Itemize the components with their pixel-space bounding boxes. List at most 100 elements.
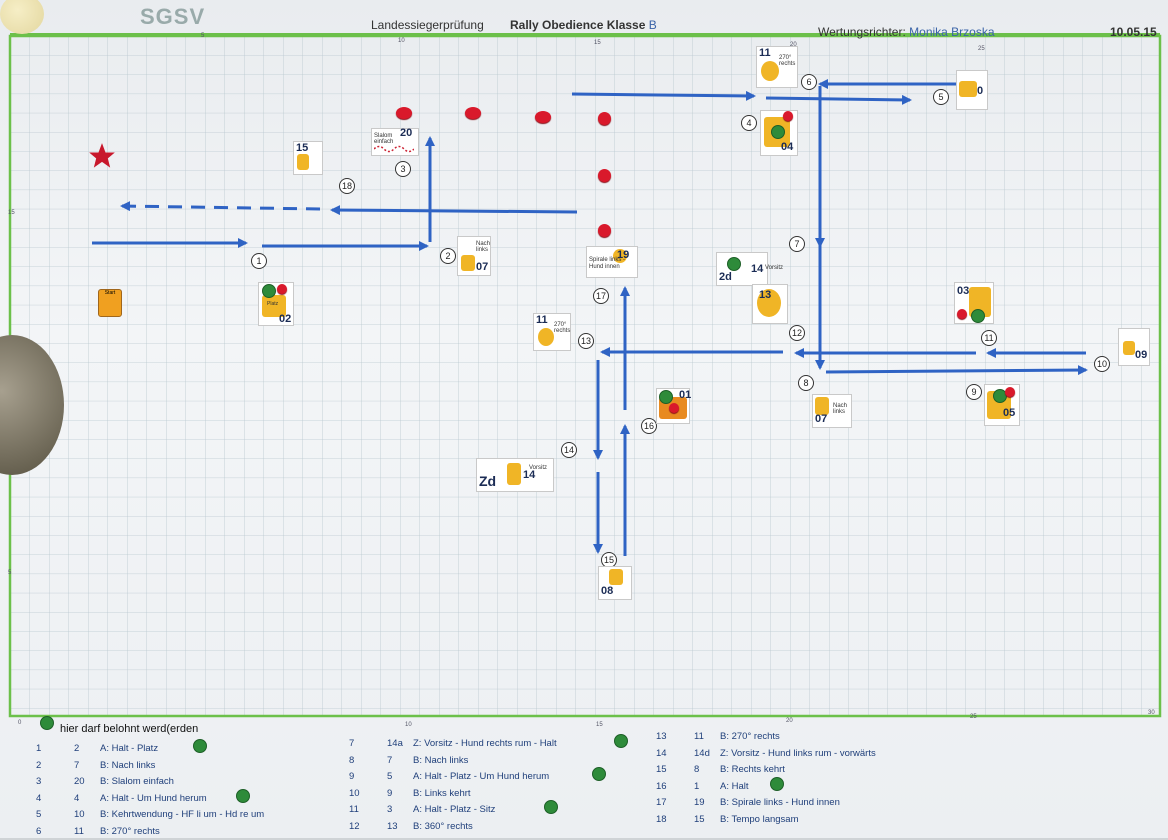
legend-row-number: 15 [694, 813, 705, 825]
sign-slalom: 20 Slalom einfach [371, 127, 419, 156]
legend-row-text: B: 270° rechts [720, 731, 780, 742]
sign-14b: 2d 14 Vorsitz [716, 252, 783, 286]
sign-14-2d: Zd 14 Vorsitz [476, 458, 554, 492]
sign-spirale: 19 Spirale links - Hund innen [586, 246, 638, 278]
legend-row-number: 1 [694, 780, 700, 792]
reward-badge [193, 739, 207, 753]
legend-row-text: B: 360° rechts [413, 820, 473, 832]
station-5: 5 [933, 89, 949, 105]
legend-row-text: B: Nach links [100, 759, 156, 771]
axis-bottom-20: 20 [786, 718, 793, 724]
logo: SGSV [140, 4, 206, 29]
event-title: Landessiegerprüfung [371, 18, 484, 32]
sign-08: 08 [598, 566, 632, 600]
legend-row-index: 4 [36, 792, 42, 804]
cone [598, 169, 611, 182]
reward-badge [236, 788, 251, 803]
legend-row-number: 7 [74, 759, 80, 771]
axis-bottom-25: 25 [970, 714, 977, 720]
legend-row-index: 9 [349, 771, 355, 782]
station-6: 6 [801, 74, 817, 90]
legend-row-number: 13 [387, 820, 398, 832]
sign-01: 01 [656, 388, 691, 424]
axis-left-15: 15 [8, 210, 15, 216]
sign-0: 0 [956, 70, 988, 110]
legend-row-number: 14a [387, 738, 403, 749]
legend-row: 14 14d Z: Vorsitz - Hund links rum - vorwä… [656, 748, 956, 762]
axis-top-20: 20 [790, 42, 797, 48]
legend-row-number: 19 [694, 797, 705, 808]
legend-row-text: A: Halt [720, 780, 749, 792]
judge-label: Wertungsrichter: [818, 25, 906, 39]
legend-row-index: 16 [656, 780, 667, 792]
station-12: 12 [789, 325, 805, 341]
legend-row-number: 2 [74, 743, 80, 754]
class-label: Rally Obedience Klasse [510, 18, 646, 32]
legend-row-number: 5 [387, 771, 393, 782]
legend-row-text: A: Halt - Platz [100, 743, 159, 754]
sign-07: Nach links 07 [457, 236, 491, 276]
legend-row-text: A: Halt - Platz - Sitz [413, 804, 496, 815]
legend-row-text: Z: Vorsitz - Hund links rum - vorwärts [720, 747, 876, 759]
legend-row-number: 4 [74, 792, 80, 804]
legend-row-index: 2 [36, 759, 42, 771]
sign-05: 05 [984, 384, 1020, 426]
legend-row-number: 9 [387, 787, 393, 799]
axis-top-25: 25 [978, 46, 985, 52]
star-icon [89, 143, 115, 168]
legend-row: 2 7 B: Nach links [36, 760, 336, 774]
legend-row-index: 17 [656, 797, 667, 808]
legend-row-number: 8 [694, 764, 700, 775]
station-8: 8 [798, 375, 814, 391]
legend-row-number: 14d [694, 747, 710, 759]
legend-row-index: 14 [656, 747, 667, 759]
legend-row-index: 5 [36, 809, 42, 820]
cone [535, 111, 551, 123]
station-1: 1 [251, 253, 267, 269]
legend-row-index: 11 [349, 804, 359, 815]
axis-bottom-15: 15 [596, 722, 603, 728]
judge: Wertungsrichter: Monika Brzoska [818, 25, 995, 39]
cone [465, 107, 481, 119]
sign-11a: 11 270° rechts [533, 313, 571, 351]
legend-row-text: A: Halt - Platz - Um Hund herum [413, 771, 550, 782]
class-title: Rally Obedience Klasse B [510, 18, 657, 32]
legend-row-text: B: Links kehrt [413, 787, 471, 799]
sign-13: 13 [752, 284, 788, 324]
station-18: 18 [339, 178, 355, 194]
station-7: 7 [789, 236, 805, 252]
axis-top-10: 10 [398, 38, 405, 44]
legend-row-number: 10 [74, 809, 85, 820]
sign-07b: 07 Nach links [812, 394, 852, 428]
legend-row-text: B: Tempo langsam [720, 813, 799, 825]
legend-row-text: B: Rechts kehrt [720, 764, 785, 775]
legend-note: hier darf belohnt werd(erden [60, 723, 199, 735]
reward-badge [40, 716, 54, 730]
sign-15: 15 [293, 141, 323, 175]
station-4: 4 [741, 115, 757, 131]
axis-bottom-10: 10 [405, 722, 412, 728]
station-3: 3 [395, 161, 411, 177]
legend-row: 9 5 A: Halt - Platz - Um Hund herum [349, 767, 649, 785]
reward-badge [543, 800, 558, 814]
legend-row-number: 20 [74, 776, 85, 787]
cone [598, 112, 611, 125]
date: 10.05.15 [1110, 25, 1157, 39]
legend-row-index: 1 [36, 743, 42, 754]
axis-left-5: 5 [8, 570, 12, 576]
station-2: 2 [440, 248, 456, 264]
axis-top-5: 5 [201, 33, 205, 39]
legend-row: 16 1 A: Halt [656, 776, 956, 795]
sign-03: 03 [954, 282, 994, 324]
